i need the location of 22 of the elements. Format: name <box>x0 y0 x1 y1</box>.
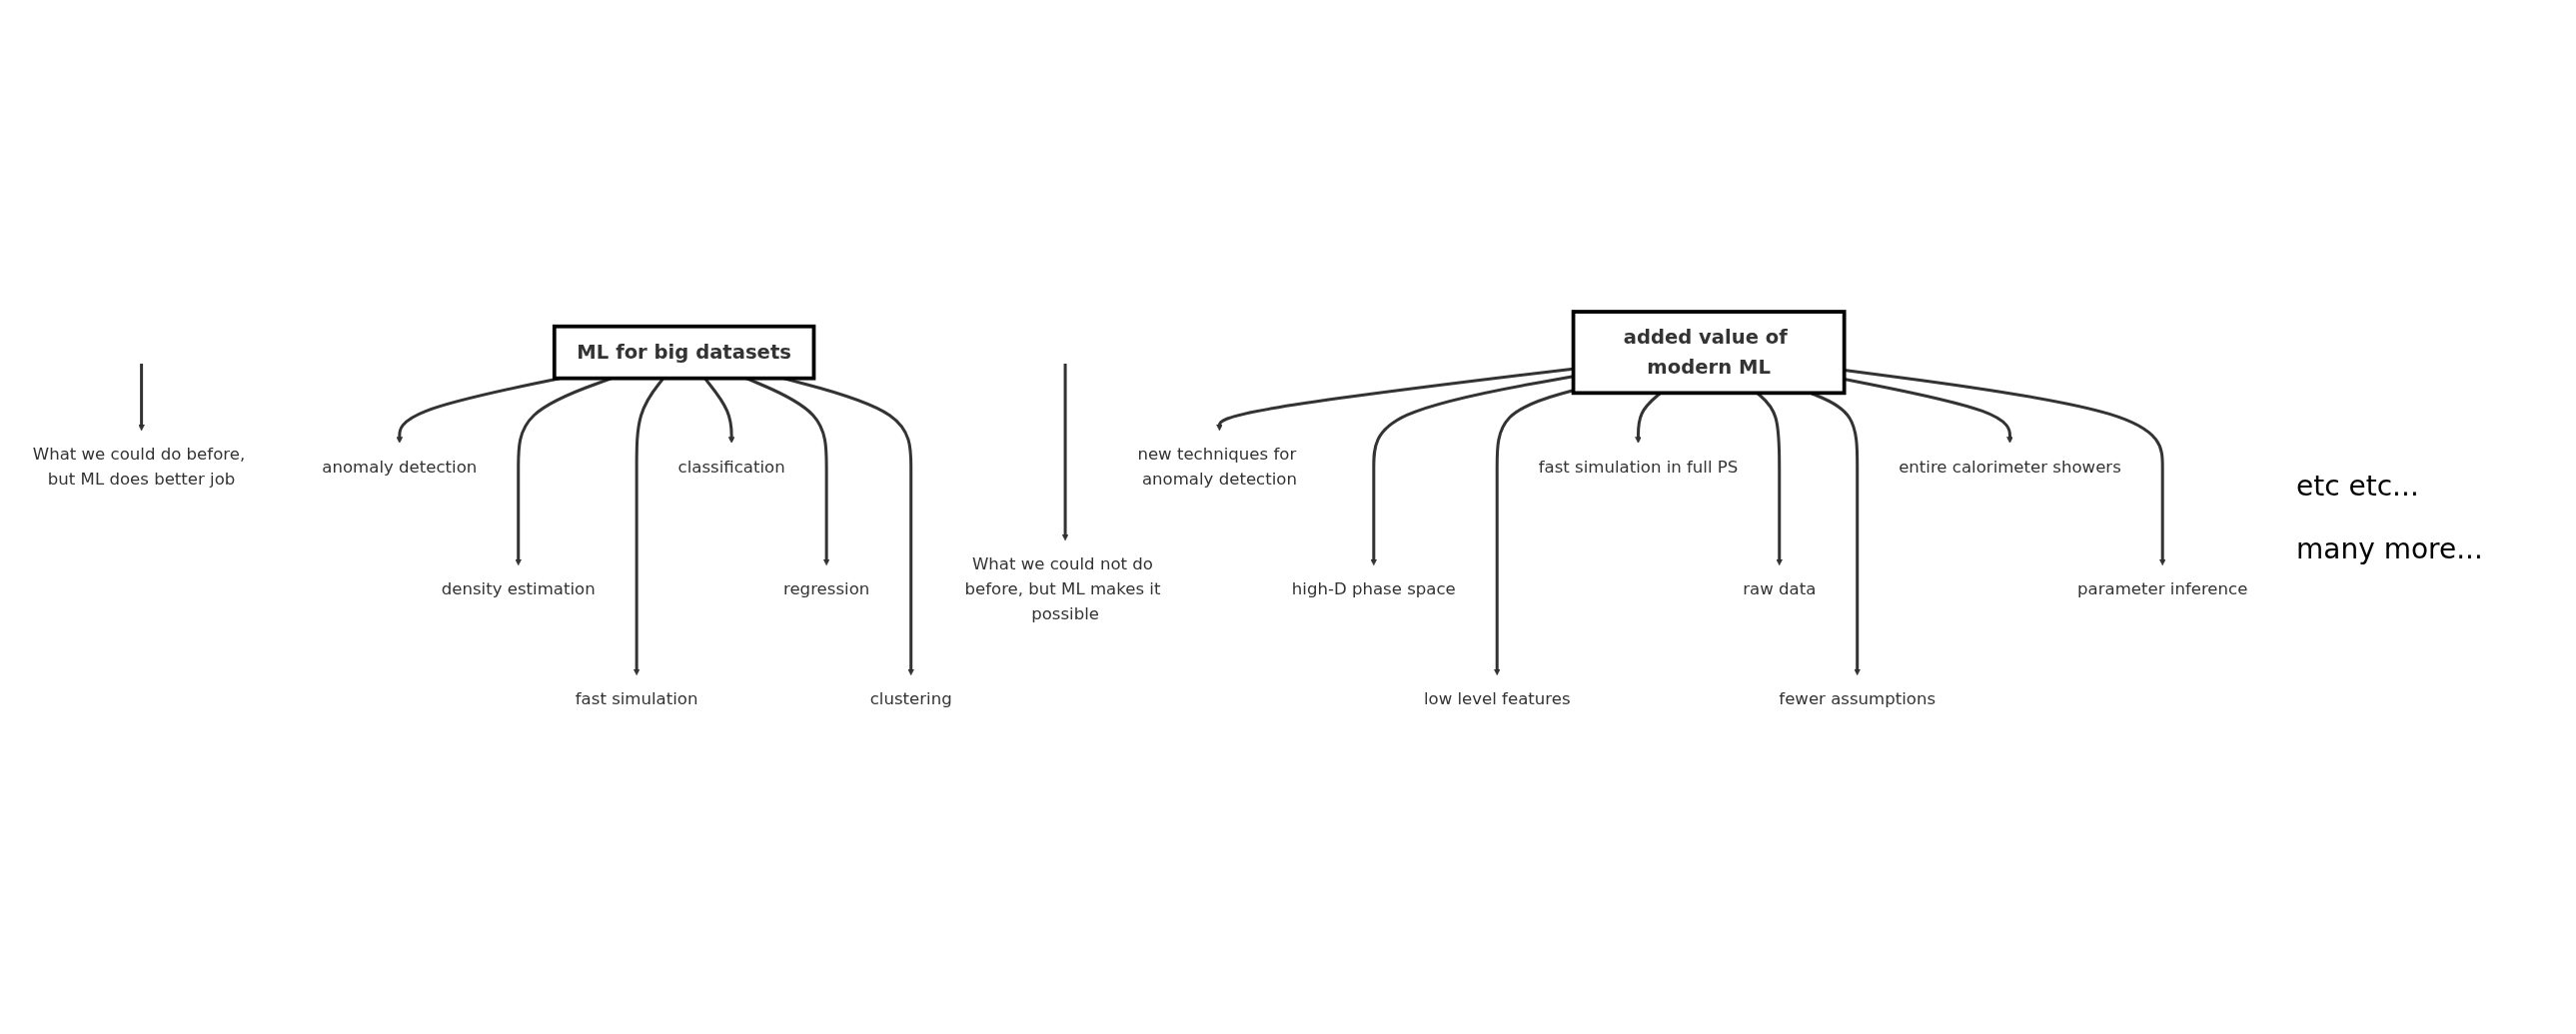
node-text: What we could not do before, but ML makes it possible <box>964 554 1161 623</box>
node-text: fast simulation in full PS <box>1538 457 1739 477</box>
arrow <box>1061 363 1069 541</box>
node-box: added value of modern ML <box>1571 310 1847 396</box>
node-text: low level features <box>1423 688 1571 708</box>
node-text: entire calorimeter showers <box>1899 457 2121 477</box>
node-text: regression <box>782 578 870 598</box>
node-text: parameter inference <box>2077 578 2248 598</box>
node-text: classification <box>677 457 785 477</box>
node-text: density estimation <box>441 578 596 598</box>
node-text: raw data <box>1743 578 1817 598</box>
node-text: high-D phase space <box>1291 578 1456 598</box>
node-text: new techniques for anomaly detection <box>1137 445 1297 489</box>
arrow <box>138 363 145 432</box>
node-text: fast simulation <box>575 688 698 708</box>
note-text: etc etc... <box>2296 469 2420 503</box>
node-text: fewer assumptions <box>1779 688 1936 708</box>
node-text: clustering <box>869 688 952 708</box>
node-box: ML for big datasets <box>552 324 816 381</box>
node-text: What we could do before, but ML does better job <box>32 445 246 489</box>
node-text: anomaly detection <box>322 457 478 477</box>
note-text: many more... <box>2296 531 2484 565</box>
